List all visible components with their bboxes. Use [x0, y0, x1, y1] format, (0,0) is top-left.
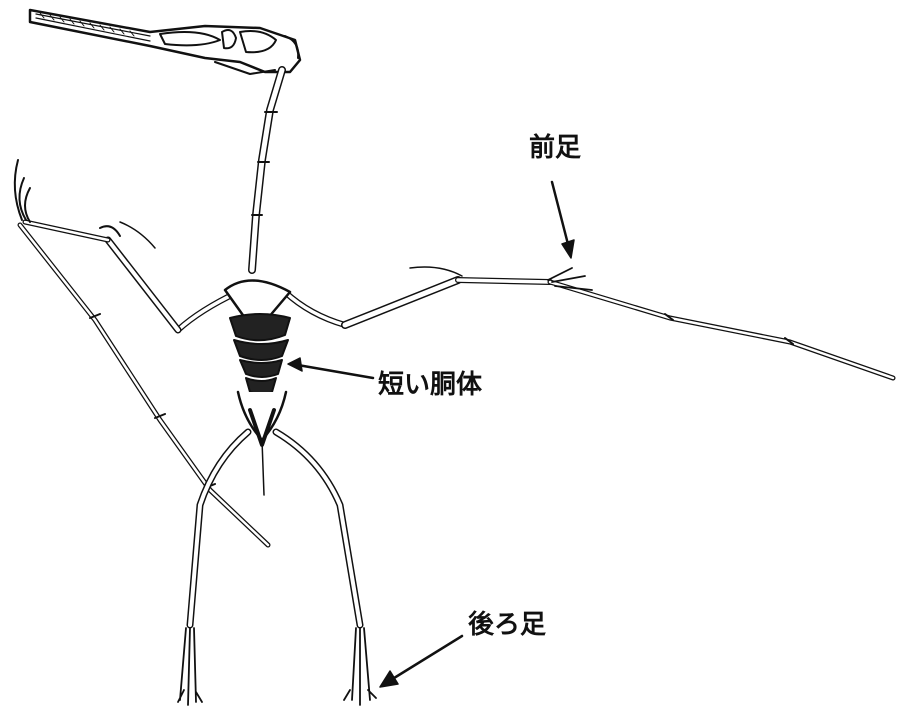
hind-limb-arrow	[386, 636, 462, 683]
forelimb-label: 前足	[529, 135, 581, 161]
short-torso-label: 短い胴体	[378, 372, 482, 398]
skull	[30, 10, 300, 74]
neck-vertebrae	[252, 70, 282, 270]
hind-limbs	[178, 432, 376, 705]
right-wing	[285, 267, 893, 378]
torso	[225, 280, 290, 495]
torso-arrow	[292, 364, 373, 378]
hind-limb-label: 後ろ足	[468, 612, 546, 638]
left-wing	[15, 160, 268, 545]
